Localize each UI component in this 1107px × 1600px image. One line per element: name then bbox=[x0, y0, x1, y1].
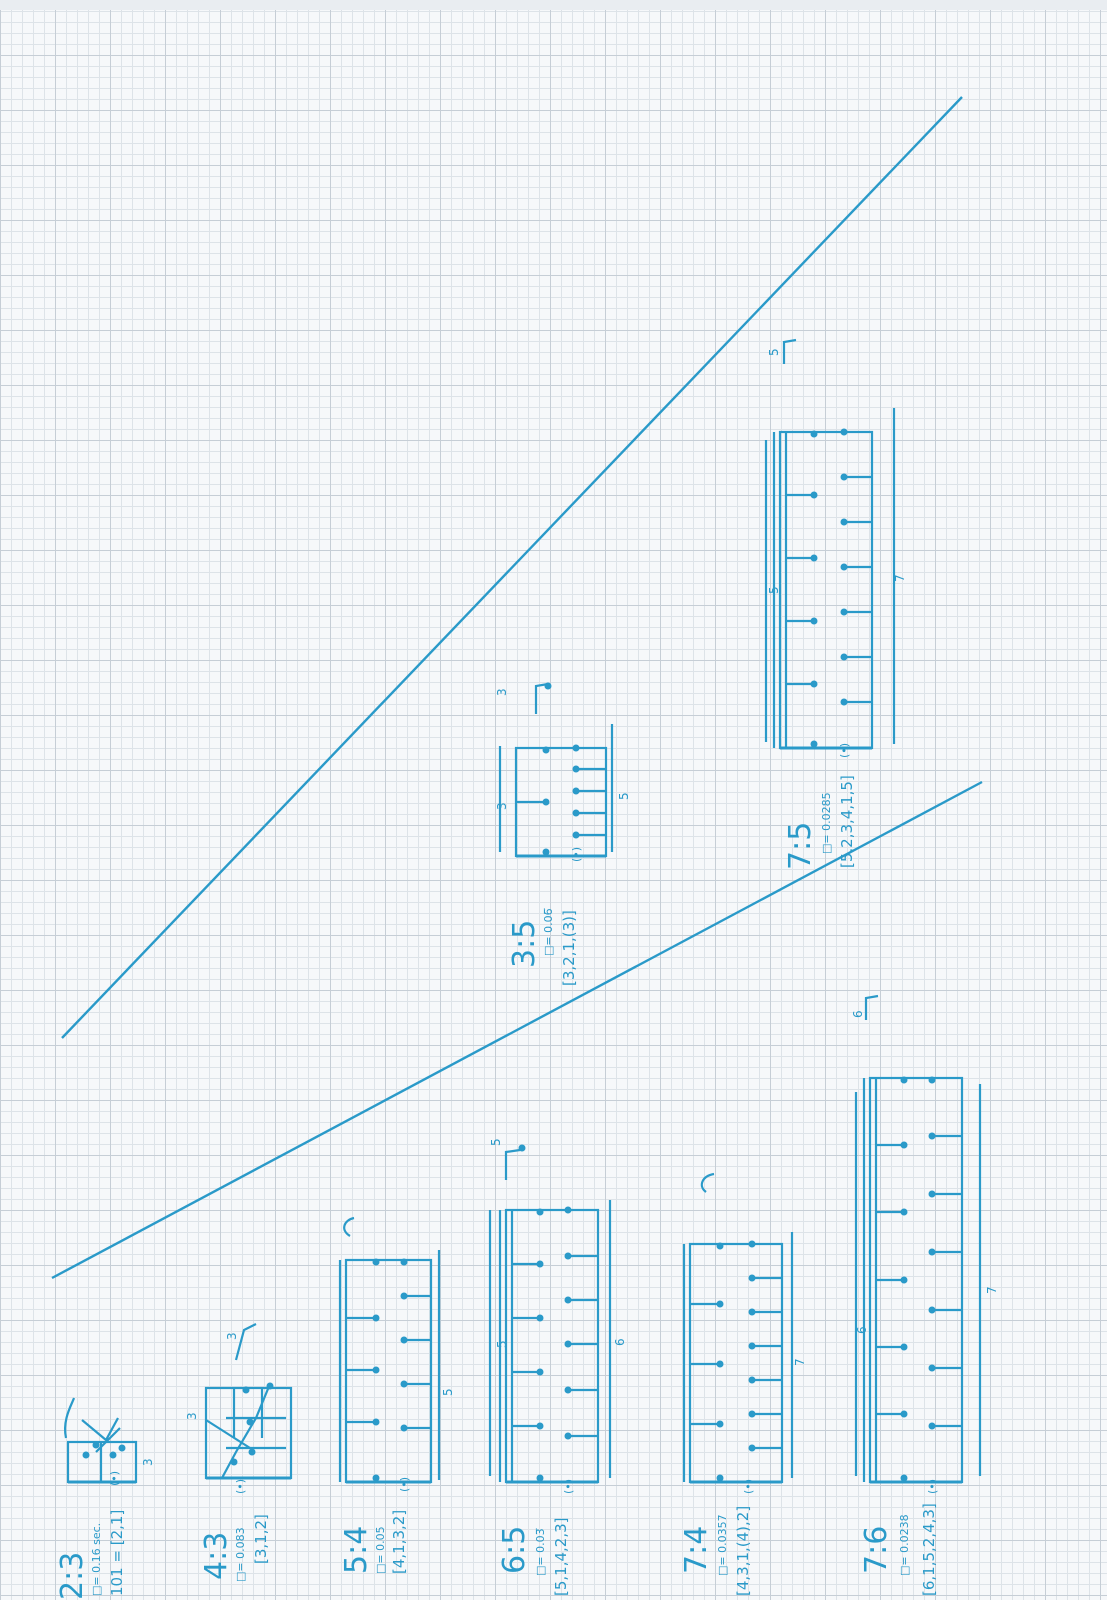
paren-dot-marker: (•) bbox=[742, 1479, 755, 1494]
count-number: 3 bbox=[225, 1332, 239, 1340]
paren-dot-marker: (•) bbox=[108, 1471, 121, 1486]
paren-dot-marker: (•) bbox=[926, 1479, 939, 1494]
list-label: [3,2,1,(3)] bbox=[560, 910, 578, 986]
list-label: [5,1,4,2,3] bbox=[552, 1518, 570, 1597]
count-number: 3 bbox=[141, 1458, 155, 1466]
unit-label: □= 0.0357 bbox=[716, 1514, 729, 1576]
rhythm-figure-6-5 bbox=[488, 1144, 612, 1484]
rhythm-figure-3-5 bbox=[498, 682, 614, 858]
paren-dot-marker: (•) bbox=[838, 743, 851, 758]
paren-dot-marker: (•) bbox=[570, 847, 583, 862]
unit-label: □= 0.03̅ bbox=[534, 1527, 547, 1576]
ratio-label: 3:5 bbox=[507, 920, 542, 968]
unit-label: □= 0.0285 bbox=[820, 792, 833, 854]
ratio-label: 6:5 bbox=[497, 1526, 532, 1574]
count-number: 5 bbox=[767, 348, 781, 356]
unit-label: □= 0.083 bbox=[234, 1527, 247, 1582]
list-label: [6,1,5,2,4,3] bbox=[920, 1503, 938, 1596]
ratio-label: 7:6 bbox=[859, 1526, 894, 1574]
count-number: 6 bbox=[613, 1338, 627, 1346]
rhythm-figure-7-6 bbox=[854, 994, 982, 1484]
count-number: 5 bbox=[617, 792, 631, 800]
rhythm-figure-7-4 bbox=[682, 1172, 794, 1484]
count-number: 5 bbox=[495, 1340, 509, 1348]
paren-dot-marker: (•) bbox=[562, 1479, 575, 1494]
list-label: [3,1,2] bbox=[252, 1514, 270, 1564]
count-number: 7 bbox=[793, 1358, 807, 1366]
count-number: 6 bbox=[855, 1326, 869, 1334]
ratio-label: 2:3 bbox=[55, 1552, 90, 1600]
unit-label: □= 0.0238 bbox=[898, 1514, 911, 1576]
unit-label: □= 0.16 sec. bbox=[90, 1523, 103, 1596]
count-number: 3 bbox=[495, 688, 509, 696]
count-number: 6 bbox=[851, 1010, 865, 1018]
rhythm-figure-2-3 bbox=[64, 1397, 138, 1484]
paren-dot-marker: (•) bbox=[398, 1477, 411, 1492]
list-label: 101 = [2,1] bbox=[108, 1510, 126, 1596]
list-label: [4,3,1,(4),2] bbox=[734, 1506, 752, 1596]
ratio-label: 7:5 bbox=[783, 822, 818, 870]
count-number: 3 bbox=[185, 1412, 199, 1420]
list-label: [5,2,3,4,1,5] bbox=[838, 775, 856, 868]
ratio-label: 7:4 bbox=[679, 1526, 714, 1574]
diagonal-line-upper bbox=[61, 96, 963, 1039]
rhythm-figure-5-4 bbox=[338, 1216, 441, 1484]
list-label: [4,1,3,2] bbox=[390, 1510, 408, 1574]
scan-edge-strip bbox=[0, 0, 1107, 10]
rhythm-figure-4-3 bbox=[204, 1323, 293, 1480]
count-number: 5 bbox=[489, 1138, 503, 1146]
unit-label: □= 0.06̅ bbox=[542, 907, 555, 956]
count-number: 5 bbox=[441, 1388, 455, 1396]
count-number: 5 bbox=[767, 586, 781, 594]
ratio-label: 5:4 bbox=[339, 1526, 374, 1574]
count-number: 7 bbox=[985, 1286, 999, 1294]
ratio-label: 4:3 bbox=[199, 1532, 234, 1580]
rhythm-figure-7-5 bbox=[764, 338, 896, 750]
paren-dot-marker: (•) bbox=[234, 1479, 247, 1494]
diagonal-line-lower bbox=[51, 780, 983, 1280]
unit-label: □= 0.05 bbox=[374, 1526, 387, 1574]
count-number: 3 bbox=[495, 802, 509, 810]
count-number: 7 bbox=[893, 574, 907, 582]
